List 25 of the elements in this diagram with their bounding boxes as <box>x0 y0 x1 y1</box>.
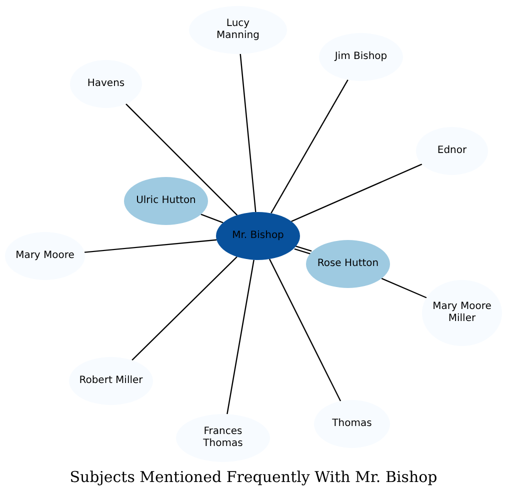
name-ellipse: Robert Miller <box>69 357 153 405</box>
name-ellipse: Havens <box>70 60 142 108</box>
connector-line <box>269 258 342 402</box>
connector-line <box>132 256 238 361</box>
name-ellipse: Thomas <box>314 400 390 448</box>
name-ellipse: Jim Bishop <box>319 33 403 81</box>
connector-line <box>270 80 348 214</box>
name-ellipse: Ulric Hutton <box>124 177 208 225</box>
connector-line <box>294 248 311 255</box>
name-ellipse: Mary Moore <box>5 232 85 280</box>
name-ellipse: Mr. Bishop <box>216 212 300 260</box>
name-ellipse: Ednor <box>416 127 488 175</box>
name-ellipse: Frances Thomas <box>176 414 270 462</box>
connector-line <box>126 104 238 216</box>
name-ellipse: Lucy Manning <box>189 6 287 54</box>
connector-line <box>226 260 254 414</box>
connector-line <box>381 278 427 298</box>
connector-line <box>84 239 217 253</box>
caption: Subjects Mentioned Frequently With Mr. Bishop <box>68 467 438 488</box>
connector-line <box>200 214 224 224</box>
name-ellipse: Mary Moore Miller <box>422 280 502 346</box>
connector-line <box>291 164 422 222</box>
name-ellipse: Rose Hutton <box>306 240 390 288</box>
connector-line <box>240 54 256 212</box>
connector-line <box>295 245 312 252</box>
